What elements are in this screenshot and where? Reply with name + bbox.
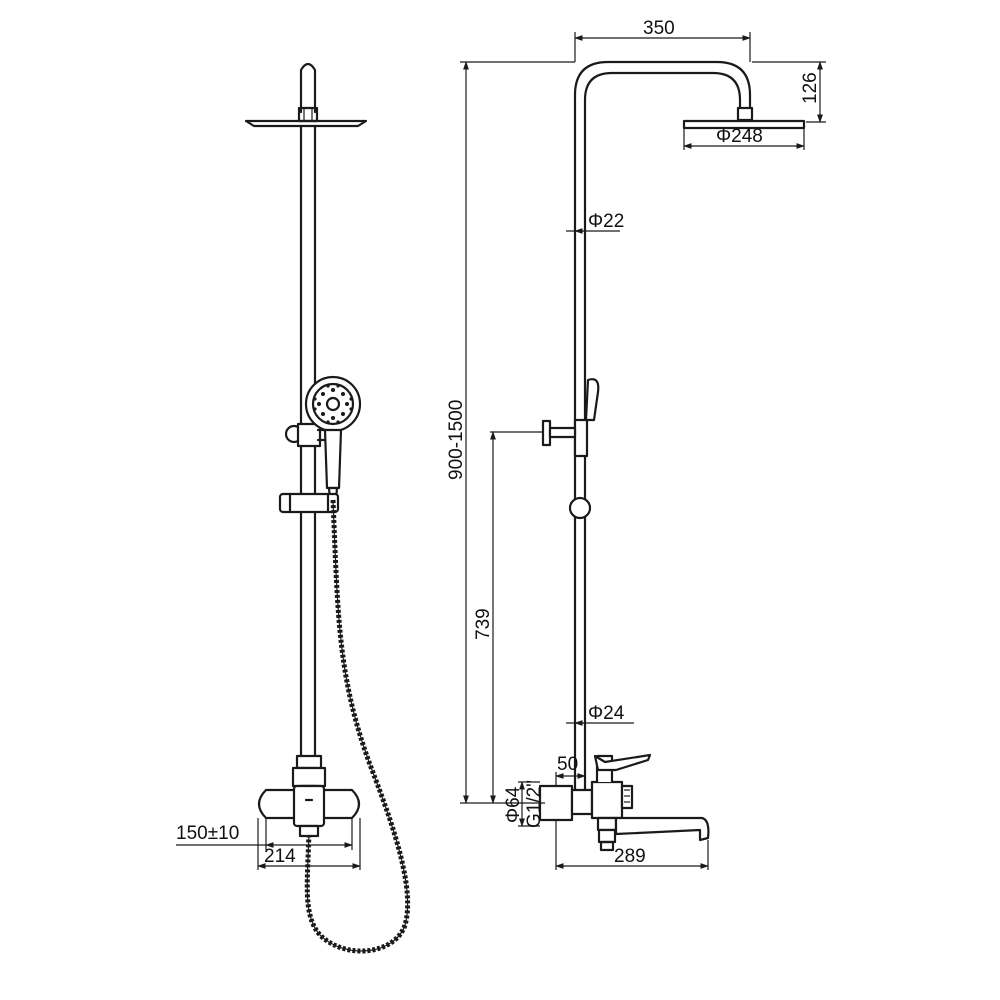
side-hand-shower (561, 378, 600, 458)
label-thread-size: G1/2" (524, 780, 545, 828)
front-mixer-body (257, 754, 361, 838)
dimension-mixer-width: 214 (257, 818, 361, 870)
side-holder-bracket (490, 419, 577, 447)
label-head-diameter: Φ248 (716, 126, 763, 147)
front-rain-head (244, 106, 368, 128)
front-sliding-bracket (278, 492, 340, 514)
side-slider-knob (568, 496, 592, 520)
front-view: 150±10 214 (176, 62, 411, 954)
dimension-flange-diameter: Φ64 (503, 781, 540, 827)
side-riser-gooseneck (573, 60, 752, 792)
label-spout-length: 289 (614, 846, 646, 867)
dimension-lower-pipe-diameter: Φ24 (566, 703, 634, 726)
front-pipe-top-tip (299, 62, 317, 114)
dimension-upper-pipe-diameter: Φ22 (566, 211, 624, 234)
side-rain-head (682, 106, 806, 130)
label-lower-pipe-diameter: Φ24 (588, 703, 625, 724)
side-view: 350 126 Φ248 Φ22 900-1500 (446, 18, 826, 870)
dimension-holder-height: 739 (473, 431, 496, 804)
label-inlet-spacing: 150±10 (176, 823, 239, 844)
front-hand-shower-holder (284, 422, 328, 448)
label-eccentric-offset: 50 (557, 754, 578, 775)
label-upper-pipe-diameter: Φ22 (588, 211, 624, 232)
dimension-head-diameter: Φ248 (683, 126, 805, 150)
label-total-height: 900-1500 (446, 400, 467, 480)
dimension-eccentric-offset: 50 (555, 754, 586, 786)
label-flange-diameter: Φ64 (503, 786, 524, 823)
dimension-inlet-spacing: 150±10 (176, 818, 353, 850)
dimension-head-drop: 126 (752, 61, 826, 123)
label-head-drop: 126 (800, 72, 821, 104)
dimension-thread-size: G1/2" (524, 780, 545, 828)
dimension-spout-length: 289 (555, 820, 709, 870)
side-mixer-body (538, 753, 710, 852)
label-holder-height: 739 (473, 608, 494, 640)
label-overall-width: 350 (643, 18, 675, 39)
dimension-overall-width: 350 (574, 18, 751, 62)
dimension-total-height: 900-1500 (446, 61, 575, 804)
label-mixer-width: 214 (264, 846, 296, 867)
